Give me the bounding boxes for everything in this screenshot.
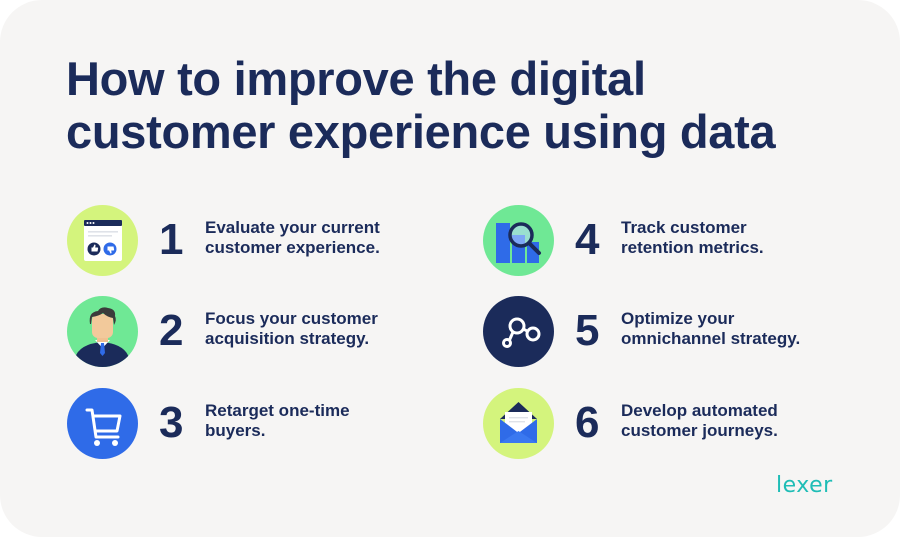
network-nodes-icon (483, 296, 554, 367)
step-number: 4 (575, 215, 600, 264)
chart-magnifier-icon (483, 205, 554, 276)
step-number: 5 (575, 306, 600, 355)
step-description: Optimize your omnichannel strategy. (621, 309, 801, 348)
step-number: 2 (159, 306, 184, 355)
browser-feedback-icon (67, 205, 138, 276)
lexer-logo: lexer (776, 473, 833, 498)
step-description: Develop automated customer journeys. (621, 401, 778, 440)
envelope-icon (483, 388, 554, 459)
customer-avatar-icon (67, 296, 138, 367)
step-description: Evaluate your current customer experienc… (205, 218, 380, 257)
page-title: How to improve the digital customer expe… (66, 52, 776, 158)
title-line-1: How to improve the digital (66, 52, 646, 105)
title-line-2: customer experience using data (66, 105, 776, 158)
step-description: Retarget one-time buyers. (205, 401, 350, 440)
step-description: Focus your customer acquisition strategy… (205, 309, 378, 348)
shopping-cart-icon (67, 388, 138, 459)
step-description: Track customer retention metrics. (621, 218, 764, 257)
step-number: 1 (159, 215, 184, 264)
step-number: 6 (575, 398, 600, 447)
step-number: 3 (159, 398, 184, 447)
